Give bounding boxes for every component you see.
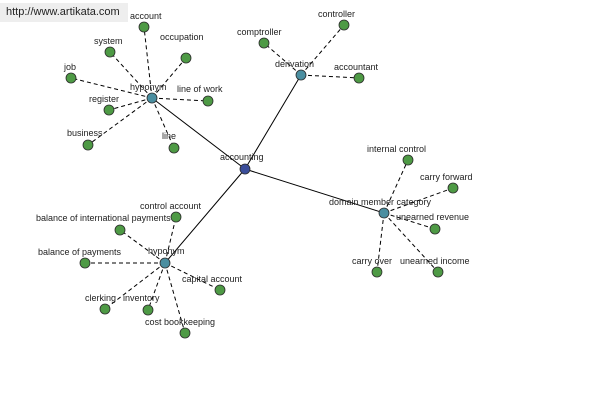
node-clerking[interactable]: [99, 303, 111, 315]
edge-account: [143, 26, 153, 99]
label-clerking[interactable]: clerking: [85, 293, 116, 303]
label-line-of-work[interactable]: line of work: [177, 84, 223, 94]
edge-center-hyponym-bottom: [164, 168, 246, 264]
node-register[interactable]: [103, 104, 115, 116]
hub-node-hyponym-bottom[interactable]: [159, 257, 171, 269]
node-business[interactable]: [82, 139, 94, 151]
node-line[interactable]: [168, 142, 180, 154]
edges: [70, 24, 454, 334]
node-unearned-income[interactable]: [432, 266, 444, 278]
hub-label-domain[interactable]: domain member category: [329, 197, 432, 207]
label-job[interactable]: job: [63, 62, 76, 72]
edge-internal-control: [383, 159, 409, 214]
label-carry-over[interactable]: carry over: [352, 256, 392, 266]
node-accountant[interactable]: [353, 72, 365, 84]
label-register[interactable]: register: [89, 94, 119, 104]
node-control-account[interactable]: [170, 211, 182, 223]
label-carry-forward[interactable]: carry forward: [420, 172, 473, 182]
node-occupation[interactable]: [180, 52, 192, 64]
node-controller[interactable]: [338, 19, 350, 31]
label-unearned-income[interactable]: unearned income: [400, 256, 470, 266]
hub-node-derivation[interactable]: [295, 69, 307, 81]
edge-carry-over: [376, 212, 385, 273]
edge-unearned-revenue: [383, 212, 436, 230]
node-cost-bookkeeping[interactable]: [179, 327, 191, 339]
edge-line-of-work: [151, 97, 209, 102]
label-business[interactable]: business: [67, 128, 103, 138]
edge-balance-international: [119, 229, 166, 264]
edge-center-hyponym-top: [151, 97, 246, 170]
edge-accountant: [300, 74, 360, 79]
node-unearned-revenue[interactable]: [429, 223, 441, 235]
edge-cost-bookkeeping: [164, 262, 186, 334]
label-internal-control[interactable]: internal control: [367, 144, 426, 154]
node-system[interactable]: [104, 46, 116, 58]
edge-controller: [300, 24, 345, 76]
edge-control-account: [164, 216, 177, 264]
node-comptroller[interactable]: [258, 37, 270, 49]
edge-capital-account: [164, 262, 221, 291]
label-unearned-revenue[interactable]: unearned revenue: [396, 212, 469, 222]
edge-system: [109, 51, 153, 99]
center-label-accounting[interactable]: accounting: [220, 152, 264, 162]
node-line-of-work[interactable]: [202, 95, 214, 107]
source-url[interactable]: http://www.artikata.com: [0, 3, 128, 22]
node-internal-control[interactable]: [402, 154, 414, 166]
nodes: [65, 19, 459, 339]
edge-register: [108, 97, 153, 111]
label-accountant[interactable]: accountant: [334, 62, 379, 72]
label-line[interactable]: line: [162, 131, 176, 141]
edge-center-domain: [244, 168, 385, 214]
node-balance-international[interactable]: [114, 224, 126, 236]
label-account[interactable]: account: [130, 11, 162, 21]
node-inventory[interactable]: [142, 304, 154, 316]
edge-line: [151, 97, 175, 149]
hub-label-derivation[interactable]: derivation: [275, 59, 314, 69]
edge-clerking: [104, 262, 166, 310]
labels: account system occupation job register line o…: [36, 9, 473, 327]
label-system[interactable]: system: [94, 36, 123, 46]
hub-node-domain[interactable]: [378, 207, 390, 219]
label-cost-bookkeeping[interactable]: cost bookkeeping: [145, 317, 215, 327]
hub-label-hyponym-bottom[interactable]: hyponym: [148, 246, 185, 256]
node-account[interactable]: [138, 21, 150, 33]
label-occupation[interactable]: occupation: [160, 32, 204, 42]
label-controller[interactable]: controller: [318, 9, 355, 19]
edge-carry-forward: [383, 187, 454, 214]
edge-inventory: [147, 262, 166, 311]
label-inventory[interactable]: inventory: [123, 293, 160, 303]
label-comptroller[interactable]: comptroller: [237, 27, 282, 37]
node-capital-account[interactable]: [214, 284, 226, 296]
node-carry-forward[interactable]: [447, 182, 459, 194]
edge-business: [87, 97, 153, 146]
hub-node-hyponym-top[interactable]: [146, 92, 158, 104]
edge-center-derivation: [244, 74, 302, 170]
node-balance-payments[interactable]: [79, 257, 91, 269]
label-capital-account[interactable]: capital account: [182, 274, 243, 284]
node-job[interactable]: [65, 72, 77, 84]
label-balance-payments[interactable]: balance of payments: [38, 247, 122, 257]
node-carry-over[interactable]: [371, 266, 383, 278]
edge-unearned-income: [383, 212, 439, 273]
edge-comptroller: [263, 42, 302, 76]
edge-occupation: [151, 57, 187, 99]
hub-label-hyponym-top[interactable]: hyponym: [130, 82, 167, 92]
label-balance-international[interactable]: balance of international payments: [36, 213, 171, 223]
label-control-account[interactable]: control account: [140, 201, 202, 211]
center-node-accounting[interactable]: [239, 163, 251, 175]
